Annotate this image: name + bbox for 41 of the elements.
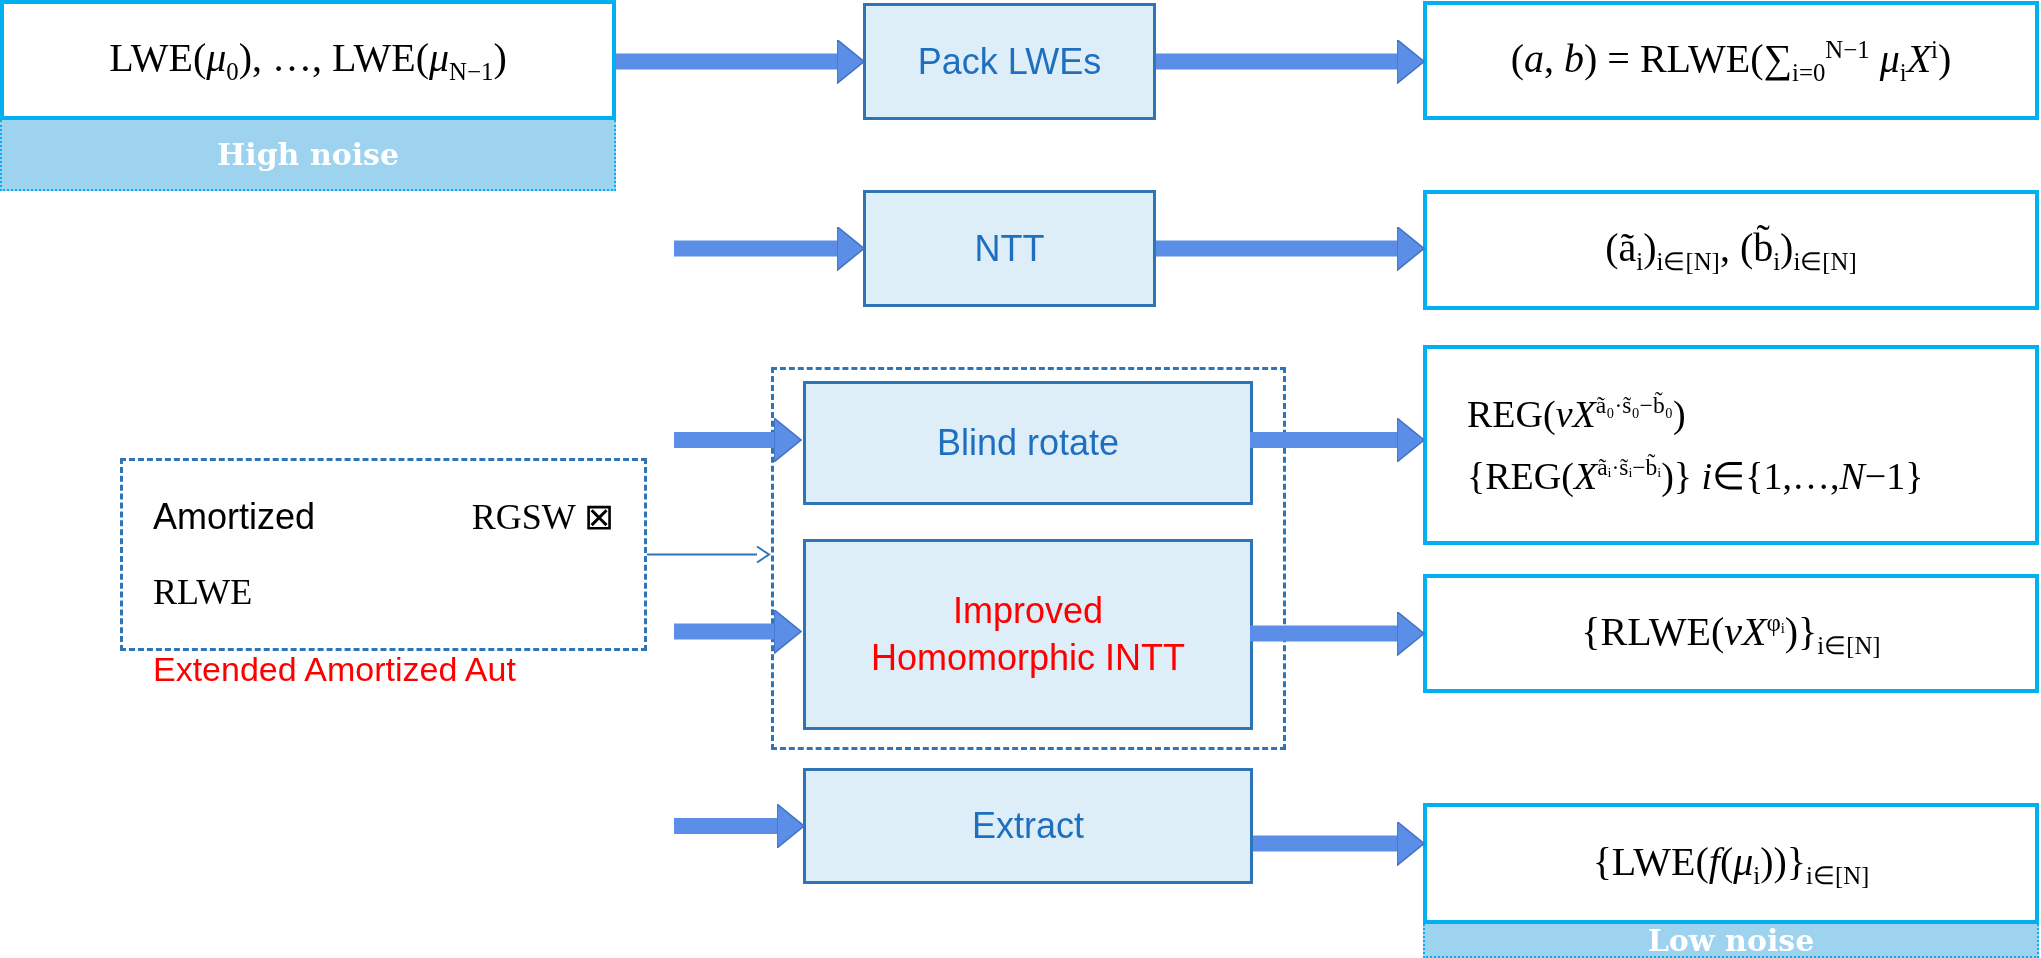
noise-label-band (1423, 924, 2039, 958)
formula: {REG(X$^{ãᵢ·s̃ᵢ−b̃ᵢ}$)} i∈{1,…,N−1} (1467, 454, 1924, 498)
formula-box (0, 0, 616, 120)
box-text: RLWE (153, 571, 253, 613)
noise-label: High noise (216, 137, 400, 172)
formula-box (1423, 190, 2039, 310)
arrow (674, 608, 802, 655)
formula-box (1423, 345, 2039, 545)
arrow (674, 225, 865, 272)
noise-label: Low noise (1647, 922, 1815, 958)
formula-box (1423, 1, 2039, 120)
process-label: Extract (971, 805, 1085, 847)
formula: {RLWE(vX$^{φᵢ}$)}$_{i∈[N]}$ (1581, 607, 1881, 660)
box-text: RGSW ⊠ (471, 496, 614, 538)
process-box (803, 768, 1253, 884)
arrow (674, 417, 802, 463)
box-text: Amortized (153, 496, 316, 538)
noise-label-band (0, 120, 616, 191)
formula: (ã$_{i}$)$_{i∈[N]}$, (b̃$_{i}$)$_{i∈[N]}$ (1605, 224, 1857, 276)
process-box (803, 381, 1253, 505)
formula: {LWE(f(μ$_{i}$))}$_{i∈[N]}$ (1592, 837, 1870, 890)
process-label: NTT (973, 227, 1046, 270)
process-box (863, 190, 1156, 307)
arrow (616, 38, 865, 85)
process-label: Improved Homomorphic INTT (869, 588, 1187, 680)
formula: REG(vX$^{ã₀·s̃₀−b̃₀}$) (1467, 392, 1686, 436)
arrow (646, 545, 770, 564)
formula: LWE(μ$_{0}$), …, LWE(μ$_{N−1}$) (109, 34, 507, 86)
dashed-group-box (771, 367, 1286, 750)
arrow (1156, 225, 1425, 272)
process-label: Pack LWEs (916, 40, 1103, 83)
arrow (674, 803, 805, 849)
arrow (1253, 820, 1425, 867)
process-box (803, 539, 1253, 730)
process-label: Blind rotate (935, 422, 1121, 464)
arrow (1156, 38, 1425, 85)
formula: (a, b) = RLWE(∑$_{i=0}$$^{N−1}$ μ$_{i}$X$^{i}$) (1510, 34, 1952, 87)
formula-box (1423, 574, 2039, 693)
node-label: Extended Amortized Aut (153, 650, 516, 689)
formula-box (1423, 803, 2039, 924)
process-box (863, 3, 1156, 120)
